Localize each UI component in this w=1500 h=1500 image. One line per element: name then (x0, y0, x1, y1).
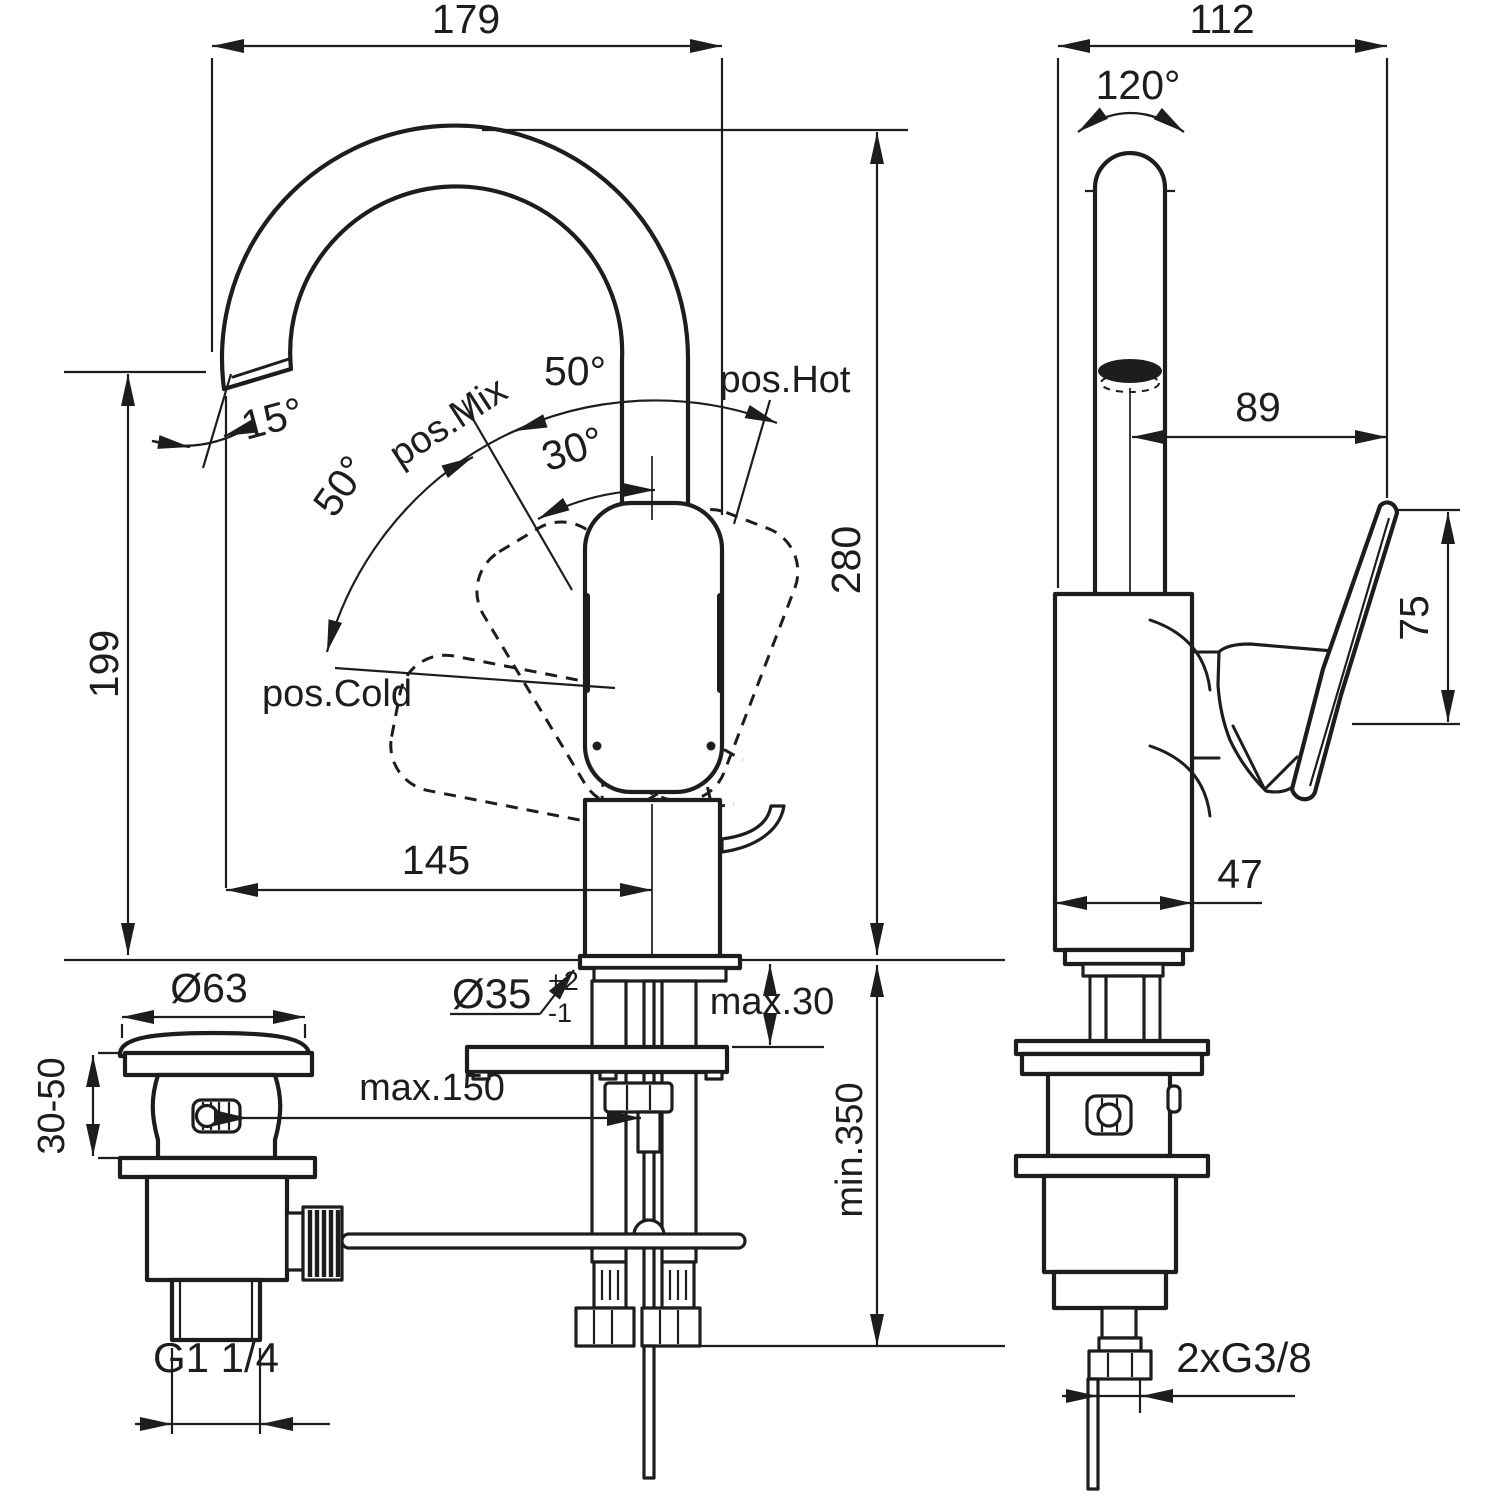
base-plate-side (1062, 947, 1186, 967)
dim-swivel-right: 50° (544, 348, 606, 394)
dim-overall-depth: 112 (1189, 0, 1254, 42)
hose-right (660, 979, 698, 1264)
dim-total-height: 280 (823, 526, 869, 594)
drain-upper-flange (122, 1050, 315, 1078)
hose-connector-right (660, 1260, 696, 1310)
stud (636, 1110, 662, 1154)
dim-spout-reach: 145 (402, 837, 470, 883)
hose-nut-side (1087, 1349, 1153, 1381)
drain-tail (169, 1277, 263, 1343)
dim-overall-width: 179 (432, 0, 500, 42)
shank (592, 966, 728, 983)
body-side (1052, 591, 1221, 978)
dim-hole-diameter: Ø35 (452, 970, 531, 1017)
body-front (582, 797, 786, 961)
pop-up-rod-side (1086, 1377, 1100, 1491)
handle-front (585, 503, 722, 792)
handle-side (1216, 500, 1400, 802)
dim-spout-swivel: 120° (1096, 62, 1181, 108)
dim-drain-thread: G1 1/4 (153, 1334, 279, 1381)
spout-side (1085, 150, 1175, 599)
side-view: 112 120° 89 75 47 2xG3/8 (1013, 0, 1460, 1491)
dim-spout-height: 199 (81, 630, 127, 698)
dim-drain-cap-dia: Ø63 (170, 965, 248, 1011)
label-pos-cold: pos.Cold (262, 673, 412, 715)
drain-front (117, 1030, 344, 1343)
open-angle-arc (537, 482, 656, 520)
dim-spout-reach-side: 89 (1235, 384, 1281, 430)
pop-up-rod-lower (642, 1344, 656, 1480)
pull-rod-knob (720, 804, 786, 854)
spout-front (219, 123, 691, 509)
dim-rod-distance: max.150 (359, 1067, 505, 1109)
hose-connector-left (592, 1260, 628, 1310)
drain-knurled-joint (301, 1205, 344, 1282)
drain-side-stub (285, 1211, 305, 1272)
dim-drain-clamp-range: 30-50 (31, 1057, 73, 1154)
drain-lower-flange (117, 1155, 318, 1180)
dim-hose-thread: 2xG3/8 (1176, 1334, 1311, 1381)
base-washer-side (1081, 962, 1165, 978)
dim-body-depth: 47 (1217, 851, 1263, 897)
max150-arrow-right (607, 1110, 641, 1126)
under-deck-front (464, 953, 743, 1480)
label-pos-mix: pos.Mix (382, 369, 515, 476)
drain-side (1013, 1038, 1211, 1491)
dim-deck-thickness: max.30 (710, 981, 835, 1023)
handle-screw-left (592, 741, 602, 751)
hose-side (1104, 974, 1146, 1043)
dim-lever-height: 75 (1391, 595, 1437, 641)
mounting-nut (603, 1081, 674, 1114)
side-dimensions: 112 120° 89 75 47 2xG3/8 (1055, 0, 1460, 1413)
hose-nuts (574, 1306, 702, 1348)
spout-outlet-face (231, 357, 291, 379)
swivel-arc (325, 399, 778, 653)
max150-arrow-left (214, 1110, 248, 1126)
dim-hose-length-min: min.350 (829, 1082, 871, 1217)
label-pos-hot: pos.Hot (720, 359, 851, 401)
dim-hole-tol-minus: -1 (548, 998, 572, 1028)
handle-screw-right (706, 741, 716, 751)
dim-open-angle: 30° (536, 417, 609, 480)
aerator-outlet (1098, 359, 1162, 383)
mix-position-line (461, 399, 573, 591)
under-deck-side (1088, 974, 1162, 1043)
drain-tab (1166, 1084, 1182, 1114)
dim-swivel-left: 50° (304, 447, 377, 524)
dim-spout-tilt: 15° (236, 388, 308, 448)
mounting-flange (464, 1044, 730, 1081)
drain-lower-body (144, 1174, 290, 1283)
front-view: 179 199 280 min.350 145 15° (31, 0, 1005, 1480)
lever-rod (340, 1218, 747, 1250)
base-washer (577, 953, 743, 971)
pop-up-rod (642, 979, 656, 1348)
drain-cap (117, 1030, 312, 1059)
